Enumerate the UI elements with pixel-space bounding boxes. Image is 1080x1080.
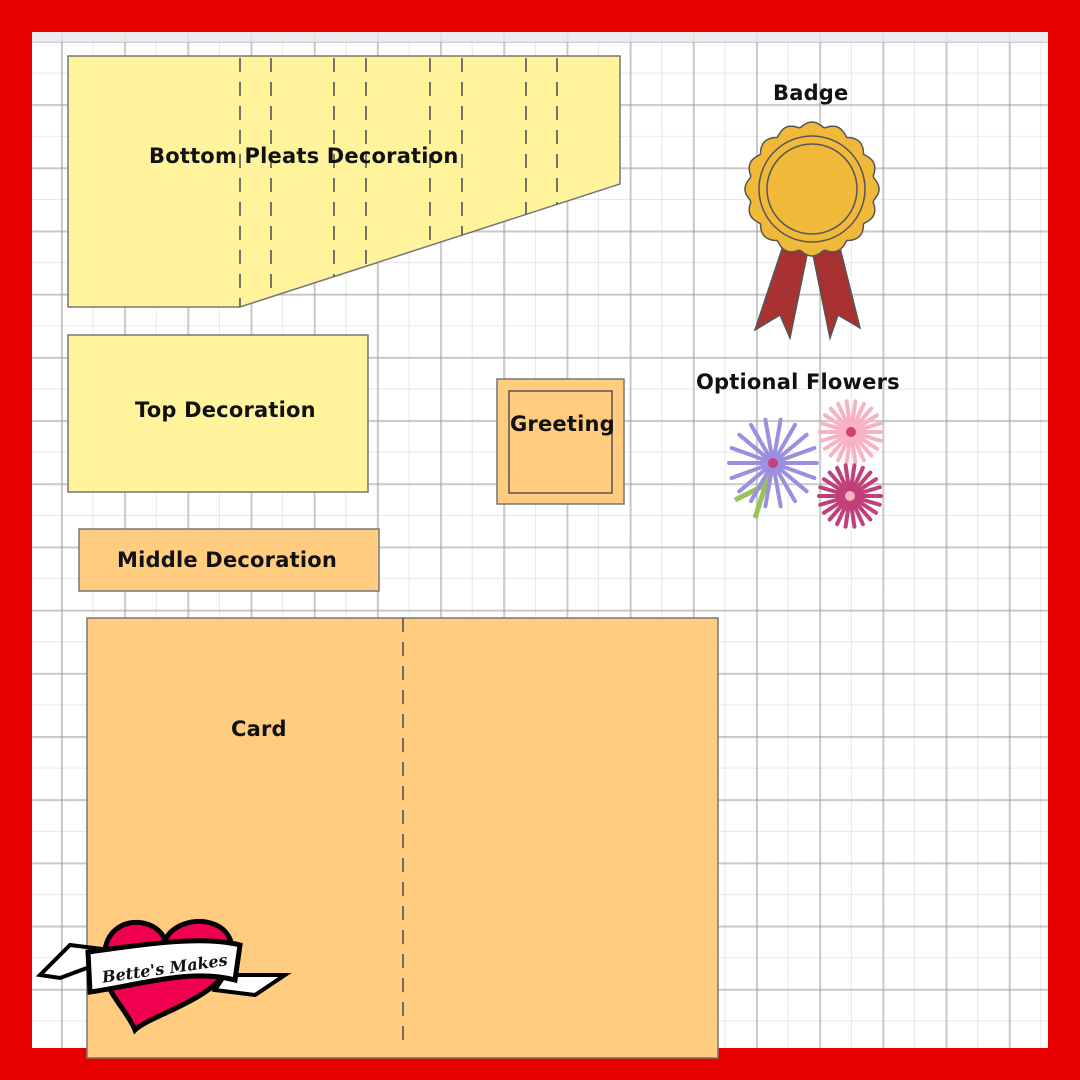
petal [749,461,775,504]
petal [729,461,775,481]
greeting-inner-outline [508,390,613,494]
top-decoration-label: Top Decoration [135,398,316,422]
petal [771,461,783,509]
middle-decoration-label: Middle Decoration [117,548,338,572]
card-label: Card [231,717,287,741]
badge-icon[interactable] [744,121,880,341]
pleat-score-lines [239,58,558,307]
bottom-pleats-piece[interactable] [67,55,621,308]
petal [729,445,775,465]
petal [749,422,775,465]
petal [771,432,809,465]
petal [737,461,775,494]
petal [737,432,775,465]
flower-center [846,427,856,437]
bettes-makes-logo: Bette's Makes [35,918,292,1035]
flower-center [845,491,855,501]
top-decoration-piece[interactable] [67,334,369,493]
middle-decoration-piece[interactable] [78,528,380,592]
flowers-icon[interactable] [727,399,884,529]
flower-center [768,458,778,468]
bottom-pleats-label: Bottom Pleats Decoration [149,144,459,168]
purple-flower-icon [727,417,819,519]
petal [763,461,775,509]
petal [763,417,775,465]
petal [771,445,817,465]
petal [848,485,882,498]
petal [849,421,883,434]
petal [771,422,797,465]
magenta-flower-icon [817,463,883,529]
optional-flowers-label: Optional Flowers [696,370,900,394]
greeting-piece[interactable] [496,378,625,505]
petal [771,461,797,504]
petal [771,461,817,481]
badge-label: Badge [773,81,849,105]
pink-flower-icon [818,399,884,465]
canvas-top-band [32,32,1048,42]
petal [771,417,783,465]
greeting-label: Greeting [510,412,615,436]
petal [771,461,809,494]
